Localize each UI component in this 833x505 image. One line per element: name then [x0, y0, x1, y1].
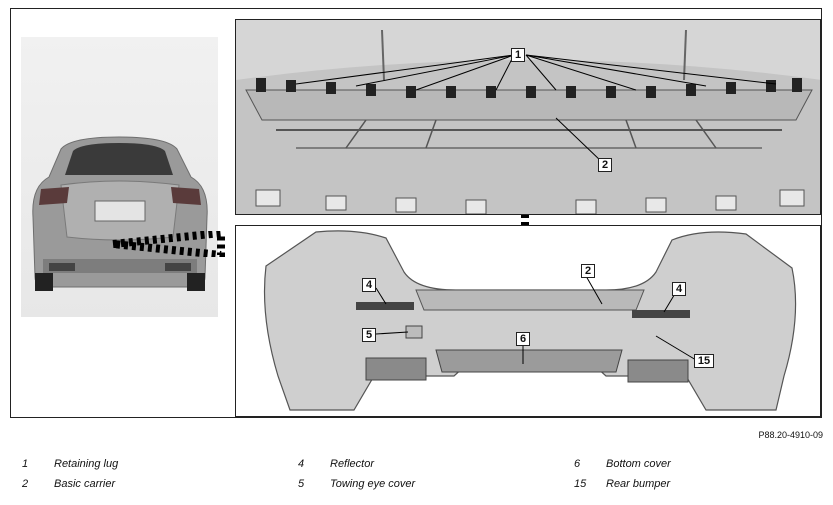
legend-label: Bottom cover [606, 458, 671, 470]
reflector-right [632, 310, 690, 318]
callout-bottom-2: 2 [581, 264, 595, 278]
figure-reference-code: P88.20-4910-09 [758, 430, 823, 440]
legend-number: 5 [298, 478, 305, 490]
legend-label: Basic carrier [54, 478, 116, 490]
car-rear-photo [21, 37, 218, 317]
rear-bumper-detail-panel: 4 2 4 5 6 15 [235, 225, 821, 417]
exhaust-cutout-left [365, 357, 427, 381]
towing-eye-cover [405, 325, 423, 339]
legend-number: 2 [22, 478, 29, 490]
legend-number: 4 [298, 458, 305, 470]
legend-number: 15 [574, 478, 587, 490]
callout-top-1: 1 [511, 48, 525, 62]
callout-bottom-4-left: 4 [362, 278, 376, 292]
callout-bottom-6: 6 [516, 332, 530, 346]
rear-bumper-illustration [263, 230, 797, 411]
retaining-lugs-row [256, 78, 802, 98]
pointer-car-to-bumper [112, 231, 225, 257]
callout-bottom-15: 15 [694, 354, 714, 368]
diagram-frame: 1 2 [10, 8, 822, 418]
callout-top-2: 2 [598, 158, 612, 172]
legend-label: Rear bumper [606, 478, 671, 490]
legend-label: Retaining lug [54, 458, 119, 470]
car-rear-illustration [32, 136, 208, 291]
reflector-left [356, 302, 414, 310]
exhaust-cutout-right [627, 359, 689, 383]
legend-number: 1 [22, 458, 29, 470]
legend-label: Reflector [330, 458, 375, 470]
legend-number: 6 [574, 458, 581, 470]
legend-label: Towing eye cover [330, 478, 416, 490]
basic-carrier-detail-panel: 1 2 [235, 19, 821, 215]
callout-bottom-5: 5 [362, 328, 376, 342]
callout-bottom-4-right: 4 [672, 282, 686, 296]
bottom-cover [435, 349, 623, 373]
basic-carrier-illustration [236, 20, 820, 214]
